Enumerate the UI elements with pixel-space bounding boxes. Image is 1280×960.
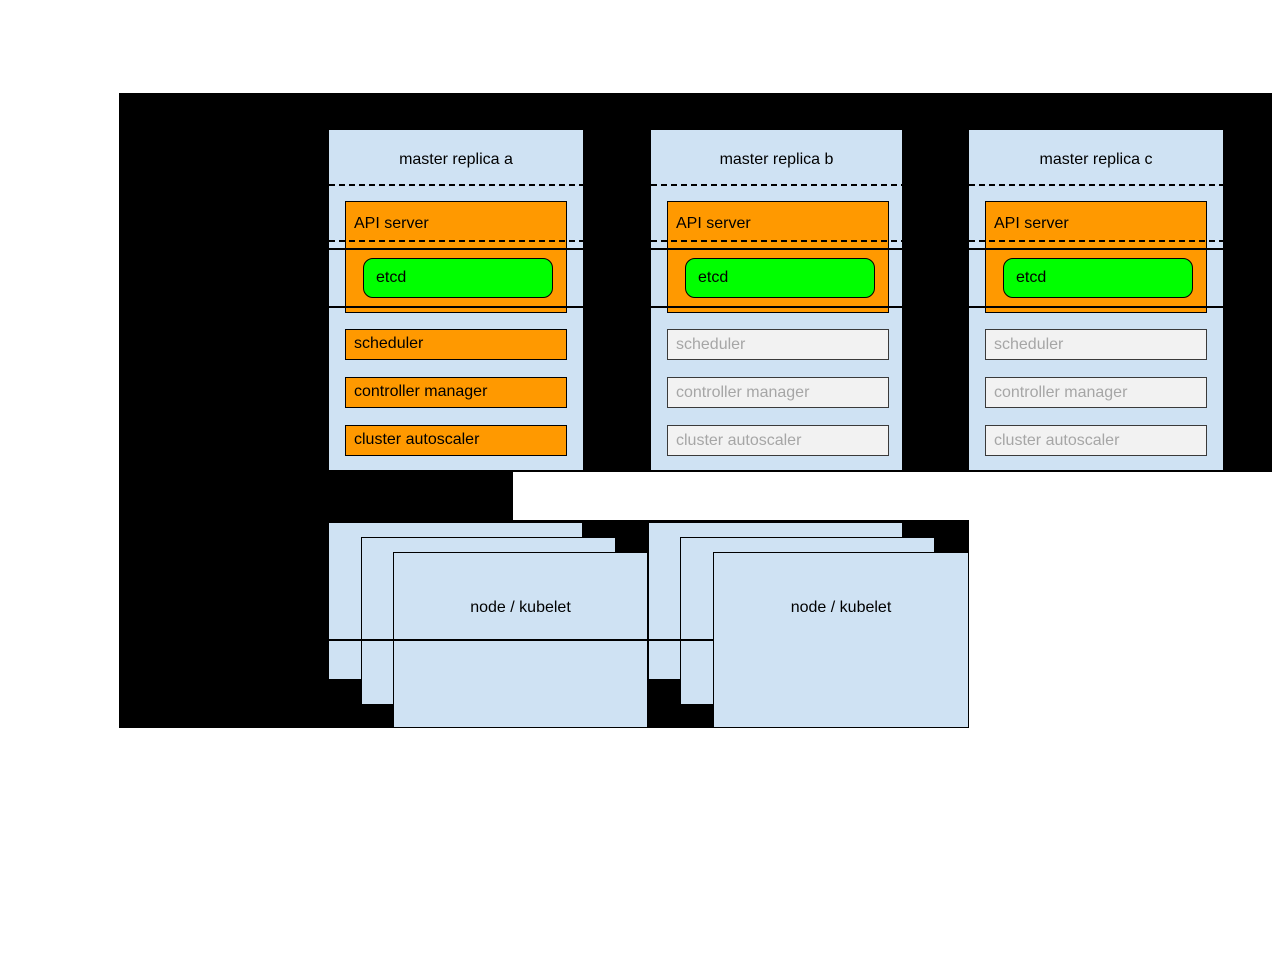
- node-connector-line: [328, 639, 713, 641]
- api-divider-dashed: [329, 240, 583, 242]
- etcd-box: etcd: [1003, 258, 1193, 298]
- controller-manager-box: controller manager: [667, 377, 889, 408]
- api-server-label: API server: [994, 215, 1069, 232]
- controller-manager-box: controller manager: [985, 377, 1207, 408]
- etcd-box: etcd: [685, 258, 875, 298]
- scheduler-box: scheduler: [985, 329, 1207, 360]
- title-divider-dashed: [651, 184, 902, 186]
- scheduler-box: scheduler: [345, 329, 567, 360]
- diagram-background-middle: [119, 472, 513, 520]
- api-server-label: API server: [354, 215, 429, 232]
- api-divider-dashed: [651, 240, 902, 242]
- etcd-band-line-top: [651, 248, 902, 250]
- master-replica-b-box: master replica b API server etcd schedul…: [650, 129, 903, 471]
- scheduler-box: scheduler: [667, 329, 889, 360]
- cluster-autoscaler-box: cluster autoscaler: [667, 425, 889, 456]
- etcd-band-line-bottom: [969, 306, 1223, 308]
- master-replica-title: master replica a: [399, 151, 513, 168]
- master-replica-title: master replica c: [1039, 151, 1153, 168]
- api-server-label: API server: [676, 215, 751, 232]
- master-replica-c-box: master replica c API server etcd schedul…: [968, 129, 1224, 471]
- api-server-box: API server etcd: [345, 201, 567, 313]
- master-replica-title: master replica b: [719, 151, 834, 168]
- etcd-band-line-top: [329, 248, 583, 250]
- etcd-band-line-top: [969, 248, 1223, 250]
- node-box-front: node / kubelet: [713, 552, 969, 728]
- master-replica-a-box: master replica a API server etcd schedul…: [328, 129, 584, 471]
- node-kubelet-label: node / kubelet: [470, 599, 571, 616]
- node-kubelet-label: node / kubelet: [790, 599, 892, 616]
- api-server-box: API server etcd: [985, 201, 1207, 313]
- etcd-band-line-bottom: [329, 306, 583, 308]
- controller-manager-box: controller manager: [345, 377, 567, 408]
- cluster-autoscaler-box: cluster autoscaler: [985, 425, 1207, 456]
- title-divider-dashed: [329, 184, 583, 186]
- title-divider-dashed: [969, 184, 1223, 186]
- cluster-autoscaler-box: cluster autoscaler: [345, 425, 567, 456]
- etcd-band-line-bottom: [651, 306, 902, 308]
- api-divider-dashed: [969, 240, 1223, 242]
- api-server-box: API server etcd: [667, 201, 889, 313]
- etcd-box: etcd: [363, 258, 553, 298]
